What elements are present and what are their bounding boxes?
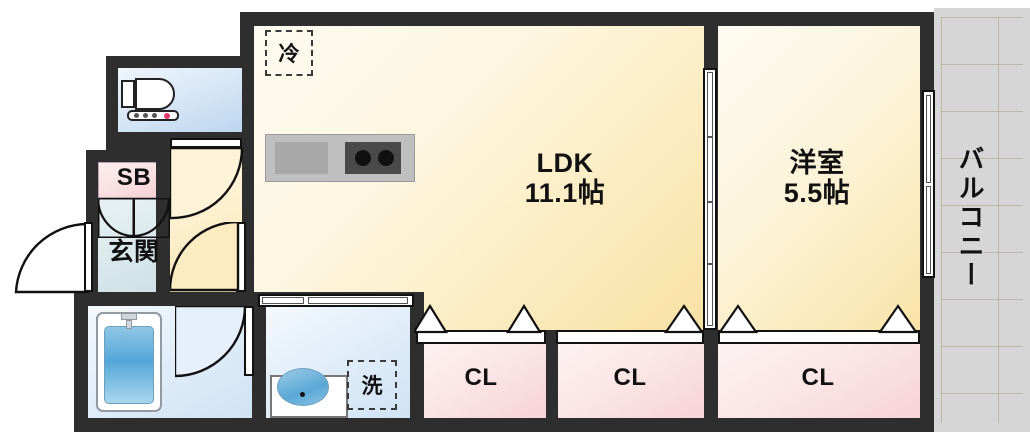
closet-2-folding-door-symbols — [663, 304, 705, 334]
toilet-button-1 — [134, 113, 139, 118]
wall-toilet-left — [106, 56, 118, 138]
wall-genkan-right — [156, 150, 170, 298]
closet-1-folding-door-symbols — [414, 304, 542, 334]
toilet-button-4 — [164, 113, 170, 119]
closet-1-header — [416, 330, 546, 344]
toilet-button-3 — [152, 113, 157, 118]
ldk-name: LDK — [536, 148, 594, 178]
ldk-label: LDK 11.1帖 — [450, 148, 680, 208]
washroom-sash-right[interactable] — [308, 297, 408, 304]
washroom-sash-left[interactable] — [262, 297, 304, 304]
ldk-bedroom-sash-2[interactable] — [707, 137, 713, 202]
balcony-floor — [941, 17, 1023, 423]
balcony-sash-bottom[interactable] — [926, 186, 931, 274]
ldk-bedroom-sash-4[interactable] — [707, 264, 713, 326]
closet-3-folding-door-symbols — [717, 304, 919, 334]
entrance-door[interactable] — [14, 222, 90, 294]
closet-2 — [556, 338, 704, 418]
vanity-basin — [277, 368, 329, 406]
bedroom-label: 洋室 5.5帖 — [718, 148, 916, 208]
wall-toilet-top — [106, 56, 254, 68]
toilet-tank — [121, 80, 135, 108]
ldk-door-swing[interactable] — [170, 222, 240, 292]
balcony-sash-top[interactable] — [926, 95, 931, 183]
toilet-door-leaf[interactable] — [170, 138, 242, 148]
ldk-bedroom-sash-1[interactable] — [707, 72, 713, 137]
closet-1 — [416, 338, 546, 418]
entrance-door-leaf[interactable] — [84, 222, 93, 292]
bathtub-spout — [126, 320, 132, 329]
bathtub-tap — [121, 313, 137, 320]
wall-bath-washroom — [252, 292, 266, 432]
balcony-railing — [934, 8, 1030, 432]
bathroom-door-leaf[interactable] — [244, 306, 254, 376]
bathtub-basin — [104, 326, 154, 404]
shoe-box-label: SB — [116, 164, 152, 191]
toilet-door-swing[interactable] — [170, 148, 244, 220]
wall-closet1-closet2 — [546, 330, 558, 420]
closet-3-label: CL — [801, 364, 835, 391]
closet-2-header — [556, 330, 704, 344]
closet-1-label: CL — [464, 364, 498, 391]
stove-burner-right — [378, 150, 394, 166]
toilet-bowl — [135, 78, 175, 110]
genkan-label: 玄関 — [108, 238, 160, 266]
kitchen-sink — [275, 142, 328, 174]
bedroom-name: 洋室 — [789, 148, 845, 178]
closet-3-header — [718, 330, 920, 344]
closet-2-label: CL — [613, 364, 647, 391]
balcony-sliding-door[interactable] — [922, 90, 935, 278]
ldk-size: 11.1帖 — [524, 178, 606, 208]
closet-3 — [716, 338, 920, 418]
vanity-drain — [300, 392, 305, 397]
ldk-bedroom-sash-3[interactable] — [707, 202, 713, 264]
bathroom-door-swing[interactable] — [175, 306, 247, 378]
toilet-button-2 — [143, 113, 148, 118]
wall-toilet-bottom — [106, 132, 170, 150]
stove-burner-left — [355, 150, 371, 166]
balcony-label: バルコニー — [955, 145, 985, 290]
washer-space: 洗 — [347, 360, 397, 410]
refrigerator-space: 冷 — [265, 30, 313, 76]
wall-wet-left — [74, 292, 88, 432]
wall-top-main — [240, 12, 934, 26]
bedroom-size: 5.5帖 — [783, 178, 851, 208]
